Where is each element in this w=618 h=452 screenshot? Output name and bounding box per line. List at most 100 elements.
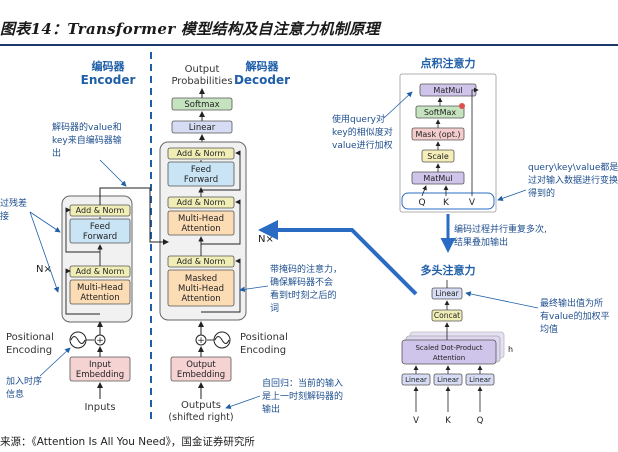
svg-text:是上一时刻解码器的: 是上一时刻解码器的 [262, 390, 343, 402]
svg-text:有value的加权平: 有value的加权平 [540, 310, 610, 322]
svg-text:Mask (opt.): Mask (opt.) [415, 130, 460, 139]
svg-text:Positional: Positional [240, 332, 288, 343]
decoder-multi-head-attention [167, 210, 235, 236]
svg-text:过对输入数据进行变换: 过对输入数据进行变换 [528, 174, 618, 186]
note-residual: 过残差 [0, 197, 27, 209]
svg-text:Encoding: Encoding [6, 345, 52, 356]
svg-text:Multi-Head: Multi-Head [77, 283, 123, 293]
svg-text:Encoding: Encoding [240, 345, 286, 356]
note-masked: 带掩码的注意力， [270, 263, 342, 275]
svg-text:Linear: Linear [469, 376, 491, 384]
svg-text:Input: Input [89, 360, 112, 370]
svg-text:value进行加权: value进行加权 [332, 139, 393, 151]
softmax-label: Softmax [184, 100, 219, 110]
svg-text:Multi-Head: Multi-Head [178, 214, 224, 224]
svg-text:key来自编码器输: key来自编码器输 [52, 134, 122, 146]
linear-box [171, 120, 233, 134]
note-value-from-encoder: 解码器的value和 [52, 121, 122, 133]
svg-text:MatMul: MatMul [433, 86, 462, 95]
svg-text:Concat: Concat [434, 311, 460, 320]
svg-text:Multi-Head: Multi-Head [178, 284, 224, 294]
svg-text:得到的: 得到的 [528, 187, 555, 199]
linear-label: Linear [189, 123, 216, 133]
outputs-shifted-label: (shifted right) [168, 412, 233, 423]
svg-text:Add & Norm: Add & Norm [177, 257, 226, 266]
decoder-nx: N× [258, 234, 274, 245]
svg-text:key的相似度对: key的相似度对 [332, 126, 393, 138]
decoder-masked-attention [167, 269, 235, 307]
svg-text:Linear: Linear [405, 376, 427, 384]
svg-text:接: 接 [0, 210, 9, 222]
multi-head-title: 多头注意力 [421, 263, 476, 277]
decoder-label-zh: 解码器 [246, 59, 280, 73]
encoder-label-zh: 编码器 [92, 59, 126, 73]
dp-qkv-frame [401, 192, 495, 210]
svg-text:词: 词 [270, 303, 279, 314]
svg-text:Attention: Attention [80, 293, 119, 303]
note-qkv-from-input: query\key\value都是通 [528, 162, 618, 173]
source-note: 来源：《Attention Is All You Need》，国金证券研究所 [0, 436, 255, 448]
svg-text:Scaled Dot-Product: Scaled Dot-Product [415, 344, 482, 352]
svg-text:Add & Norm: Add & Norm [76, 267, 125, 276]
svg-text:Q: Q [418, 198, 425, 208]
svg-text:Q: Q [477, 416, 484, 426]
svg-text:K: K [443, 198, 450, 208]
dot-product-frame [399, 73, 497, 213]
svg-text:Add & Norm: Add & Norm [76, 206, 125, 215]
svg-text:V: V [413, 416, 419, 426]
svg-text:Masked: Masked [185, 274, 217, 284]
svg-text:确保解码器不会: 确保解码器不会 [270, 276, 333, 288]
svg-text:Attention: Attention [433, 354, 465, 362]
svg-text:V: V [469, 198, 476, 208]
svg-text:输出: 输出 [262, 403, 280, 415]
svg-text:结果叠加输出: 结果叠加输出 [454, 236, 508, 248]
outputs-label: Outputs [181, 400, 221, 411]
svg-text:出: 出 [52, 147, 61, 159]
svg-text:Embedding: Embedding [177, 370, 225, 380]
svg-text:+: + [197, 336, 205, 346]
dot-product-title: 点积注意力 [421, 56, 476, 70]
note-final-output: 最终输出值为所 [540, 297, 603, 309]
svg-text:均值: 均值 [540, 323, 558, 335]
svg-text:Forward: Forward [83, 232, 117, 242]
decoder-label-en: Decoder [234, 73, 290, 87]
svg-text:Feed: Feed [90, 222, 110, 232]
svg-text:Linear: Linear [435, 289, 459, 298]
svg-text:+: + [96, 336, 104, 346]
svg-text:K: K [445, 416, 451, 426]
svg-text:Linear: Linear [437, 376, 459, 384]
svg-text:Embedding: Embedding [76, 370, 124, 380]
note-add-time: 加入时序 [6, 375, 42, 387]
mh-scaled-dot-product [401, 339, 497, 365]
svg-text:Scale: Scale [427, 152, 449, 161]
inputs-label: Inputs [84, 402, 115, 413]
output-probabilities-line2: Probabilities [171, 76, 232, 87]
pointer-arrow [258, 220, 418, 296]
svg-text:SoftMax: SoftMax [424, 108, 457, 117]
svg-text:Output: Output [186, 360, 216, 370]
svg-text:Add & Norm: Add & Norm [177, 198, 226, 207]
note-parallel-repeat: 编码过程并行重复多次, [454, 223, 547, 235]
note-qkv-weight: 使用query对 [332, 113, 385, 125]
title-underline [0, 44, 618, 46]
encoder-label-en: Encoder [81, 73, 136, 87]
svg-text:Attention: Attention [181, 224, 220, 234]
dp-highlight-dot [459, 103, 465, 109]
svg-text:Forward: Forward [184, 175, 218, 185]
note-autoregressive: 自回归：当前的输入 [262, 377, 343, 389]
svg-text:看到t时刻之后的: 看到t时刻之后的 [270, 289, 337, 301]
encoder-multi-head-attention [69, 279, 131, 305]
svg-text:h: h [508, 345, 513, 354]
svg-text:信息: 信息 [6, 388, 24, 400]
svg-text:MatMul: MatMul [423, 174, 452, 183]
svg-text:Attention: Attention [181, 294, 220, 304]
softmax-box [171, 97, 233, 111]
encoder-nx: N× [36, 264, 52, 275]
svg-text:Feed: Feed [191, 165, 211, 175]
svg-text:Positional: Positional [6, 332, 54, 343]
svg-text:Add & Norm: Add & Norm [177, 149, 226, 158]
decoder-add-norm-3 [167, 147, 235, 160]
figure-title: 图表14：Transformer 模型结构及自注意力机制原理 [0, 20, 380, 38]
output-probabilities-line1: Output [185, 64, 220, 75]
